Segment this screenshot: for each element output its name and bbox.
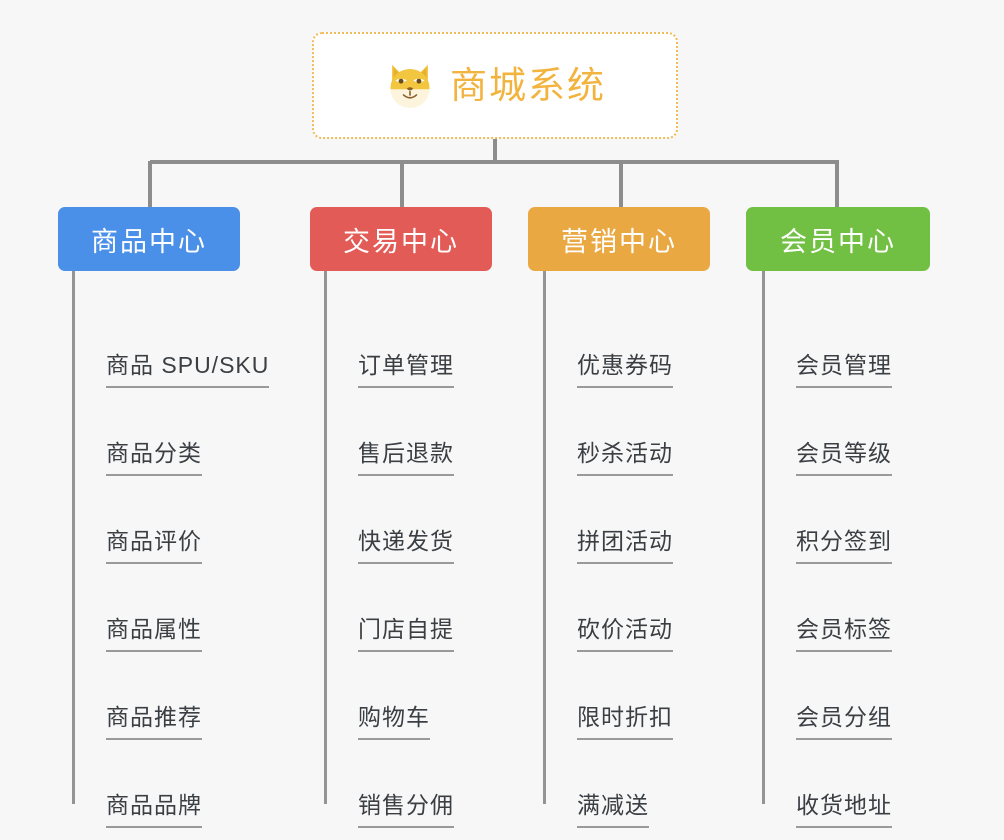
list-item[interactable]: 售后退款 — [324, 388, 454, 476]
list-item[interactable]: 会员标签 — [762, 564, 892, 652]
leaf-column-3: 优惠券码 秒杀活动 拼团活动 砍价活动 限时折扣 满减送 — [543, 300, 673, 828]
connector-drop-2 — [400, 161, 404, 207]
list-item[interactable]: 会员等级 — [762, 388, 892, 476]
list-item[interactable]: 积分签到 — [762, 476, 892, 564]
leaf-label: 限时折扣 — [577, 706, 673, 740]
list-item[interactable]: 商品分类 — [72, 388, 269, 476]
root-node-mall-system[interactable]: 商城系统 — [312, 32, 678, 139]
leaf-label: 商品属性 — [106, 618, 202, 652]
list-item[interactable]: 销售分佣 — [324, 740, 454, 828]
leaf-label: 快递发货 — [358, 530, 454, 564]
category-stem-1 — [72, 271, 75, 303]
leaf-label: 商品 SPU/SKU — [106, 354, 270, 388]
leaf-column-1: 商品 SPU/SKU 商品分类 商品评价 商品属性 商品推荐 商品品牌 — [72, 300, 270, 828]
category-header-4[interactable]: 会员中心 — [746, 207, 930, 271]
leaf-label: 订单管理 — [358, 354, 454, 388]
list-item[interactable]: 商品品牌 — [72, 740, 269, 828]
leaf-label: 售后退款 — [358, 442, 454, 476]
list-item[interactable]: 会员分组 — [762, 652, 892, 740]
leaf-label: 秒杀活动 — [577, 442, 673, 476]
list-item[interactable]: 商品属性 — [72, 564, 269, 652]
leaf-label: 砍价活动 — [577, 618, 673, 652]
list-item[interactable]: 收货地址 — [762, 740, 892, 828]
list-item[interactable]: 门店自提 — [324, 564, 454, 652]
category-header-label-1: 商品中心 — [91, 226, 207, 257]
leaf-column-2: 订单管理 售后退款 快递发货 门店自提 购物车 销售分佣 — [324, 300, 454, 828]
leaf-spine-3 — [543, 300, 546, 804]
category-header-2[interactable]: 交易中心 — [310, 207, 492, 271]
root-node-title: 商城系统 — [450, 65, 606, 106]
category-header-1[interactable]: 商品中心 — [58, 207, 240, 271]
leaf-label: 购物车 — [358, 706, 430, 740]
leaf-label: 会员管理 — [796, 354, 892, 388]
leaf-label: 销售分佣 — [358, 794, 454, 828]
shiba-dog-face-icon — [390, 64, 430, 108]
leaf-label: 商品品牌 — [106, 794, 202, 828]
connector-drop-3 — [619, 161, 623, 207]
connector-drop-4 — [835, 161, 839, 207]
category-header-3[interactable]: 营销中心 — [528, 207, 710, 271]
leaf-label: 会员分组 — [796, 706, 892, 740]
list-item[interactable]: 拼团活动 — [543, 476, 673, 564]
list-item[interactable]: 砍价活动 — [543, 564, 673, 652]
leaf-label: 门店自提 — [358, 618, 454, 652]
connector-root-stem — [493, 139, 497, 163]
category-stem-3 — [543, 271, 546, 303]
list-item[interactable]: 商品 SPU/SKU — [72, 300, 270, 388]
list-item[interactable]: 满减送 — [543, 740, 673, 828]
leaf-label: 满减送 — [577, 794, 649, 828]
leaf-label: 商品分类 — [106, 442, 202, 476]
list-item[interactable]: 会员管理 — [762, 300, 892, 388]
connector-drop-1 — [148, 161, 152, 207]
list-item[interactable]: 订单管理 — [324, 300, 454, 388]
leaf-label: 收货地址 — [796, 794, 892, 828]
leaf-column-4: 会员管理 会员等级 积分签到 会员标签 会员分组 收货地址 — [762, 300, 892, 828]
category-stem-4 — [762, 271, 765, 303]
list-item[interactable]: 快递发货 — [324, 476, 454, 564]
leaf-spine-2 — [324, 300, 327, 804]
list-item[interactable]: 秒杀活动 — [543, 388, 673, 476]
leaf-label: 会员等级 — [796, 442, 892, 476]
leaf-spine-1 — [72, 300, 75, 804]
leaf-label: 拼团活动 — [577, 530, 673, 564]
leaf-label: 优惠券码 — [577, 354, 673, 388]
leaf-label: 商品推荐 — [106, 706, 202, 740]
category-header-label-2: 交易中心 — [343, 226, 459, 257]
connector-horizontal-bus — [150, 160, 839, 164]
list-item[interactable]: 商品评价 — [72, 476, 269, 564]
list-item[interactable]: 购物车 — [324, 652, 454, 740]
category-header-label-4: 会员中心 — [780, 226, 896, 257]
list-item[interactable]: 商品推荐 — [72, 652, 269, 740]
category-stem-2 — [324, 271, 327, 303]
leaf-label: 积分签到 — [796, 530, 892, 564]
leaf-spine-4 — [762, 300, 765, 804]
list-item[interactable]: 限时折扣 — [543, 652, 673, 740]
list-item[interactable]: 优惠券码 — [543, 300, 673, 388]
leaf-label: 商品评价 — [106, 530, 202, 564]
leaf-label: 会员标签 — [796, 618, 892, 652]
category-header-label-3: 营销中心 — [561, 226, 677, 257]
